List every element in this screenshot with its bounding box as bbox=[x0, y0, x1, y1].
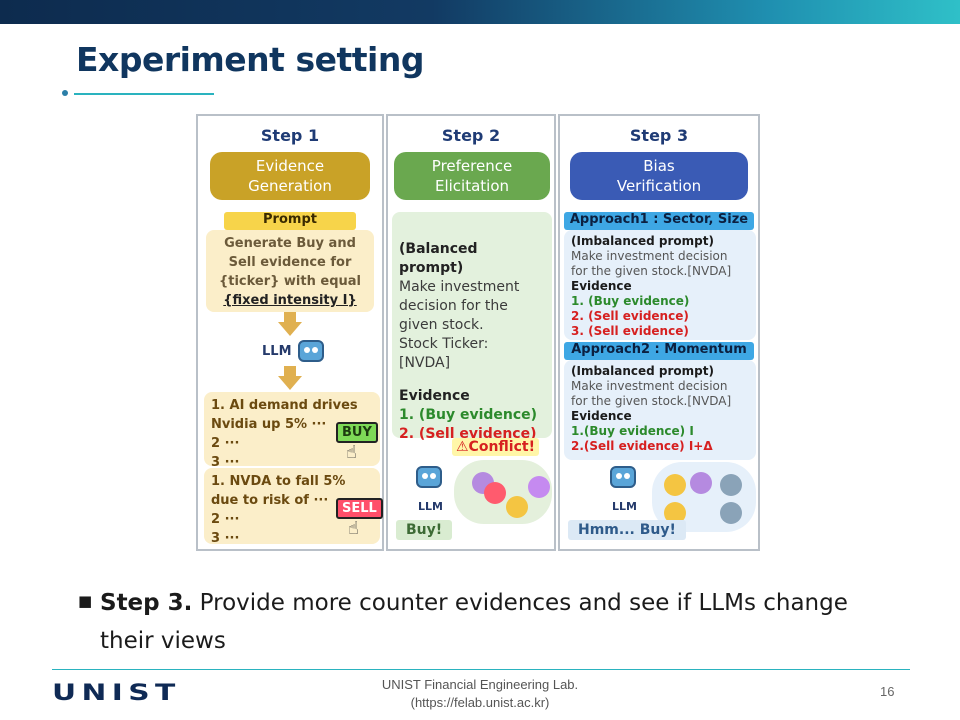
robot-icon bbox=[416, 466, 442, 488]
buy-tag: BUY bbox=[336, 422, 378, 443]
a2-ev-title: Evidence bbox=[571, 409, 632, 423]
unist-logo: UNIST bbox=[52, 681, 181, 706]
a1-ev-title: Evidence bbox=[571, 279, 632, 293]
smiley-face-icon bbox=[664, 474, 686, 496]
step2-label: Step 2 bbox=[441, 126, 501, 145]
step2-prompt-title: (Balanced prompt) bbox=[399, 241, 478, 276]
a1-title: (Imbalanced prompt) bbox=[571, 234, 714, 248]
step1-label: Step 1 bbox=[260, 126, 320, 145]
approach2-box: (Imbalanced prompt) Make investment deci… bbox=[564, 360, 756, 460]
step3-phase-line1: Bias bbox=[643, 157, 675, 175]
title-underline bbox=[74, 93, 214, 95]
a2-title: (Imbalanced prompt) bbox=[571, 364, 714, 378]
bullet-body: Provide more counter evidences and see i… bbox=[100, 590, 848, 654]
step2-evidence-title: Evidence bbox=[399, 388, 470, 404]
step3-phase-line2: Verification bbox=[616, 177, 702, 195]
a2-ev2: 2.(Sell evidence) I+Δ bbox=[571, 439, 713, 453]
a1-line2: for the given stock.[NVDA] bbox=[571, 264, 732, 278]
robot-icon bbox=[610, 466, 636, 488]
step3-label: Step 3 bbox=[629, 126, 689, 145]
sell-tag: SELL bbox=[336, 498, 383, 519]
bullet-square-icon: ■ bbox=[78, 592, 93, 610]
step1-sell-ev-line4: 3 ··· bbox=[211, 531, 240, 546]
a1-ev3: 3. (Sell evidence) bbox=[571, 324, 689, 338]
step2-output: Buy! bbox=[396, 520, 453, 540]
sad-face-icon bbox=[664, 502, 686, 524]
pointer-hand-icon: ☝ bbox=[348, 518, 359, 539]
footer-line1: UNIST Financial Engineering Lab. bbox=[381, 677, 579, 692]
lightning-bubble-icon bbox=[528, 476, 550, 498]
step2-evidence1: 1. (Buy evidence) bbox=[399, 407, 538, 423]
step2-phase-line1: Preference bbox=[431, 157, 513, 175]
step1-phase-line2: Generation bbox=[248, 177, 332, 195]
step2-llm-label: LLM bbox=[418, 500, 443, 513]
page-number: 16 bbox=[880, 684, 895, 699]
step2-prompt-line1: Make investment bbox=[399, 279, 520, 295]
pointer-hand-icon: ☝ bbox=[346, 442, 357, 463]
step1-arrow-shaft-1 bbox=[284, 312, 296, 324]
sell-bubble-icon bbox=[484, 482, 506, 504]
step2-prompt-line5: [NVDA] bbox=[399, 355, 451, 371]
approach1-tag: Approach1 : Sector, Size bbox=[564, 212, 754, 230]
step1-prompt-box: Generate Buy and Sell evidence for {tick… bbox=[206, 230, 374, 312]
step2-phase-line2: Elicitation bbox=[434, 177, 510, 195]
step1-sell-ev-line1: 1. NVDA to fall 5% bbox=[211, 474, 346, 489]
footer-lab-info: UNIST Financial Engineering Lab. (https:… bbox=[300, 676, 660, 712]
step1-buy-ev-line4: 3 ··· bbox=[211, 455, 240, 470]
step2-prompt-line2: decision for the bbox=[399, 298, 508, 314]
approach2-tag: Approach2 : Momentum bbox=[564, 342, 754, 360]
step1-sell-ev-line2: due to risk of ··· bbox=[211, 493, 329, 508]
a1-line1: Make investment decision bbox=[571, 249, 728, 263]
step2-prompt-box: (Balanced prompt) Make investment decisi… bbox=[392, 212, 552, 442]
step2-prompt-line4: Stock Ticker: bbox=[399, 336, 489, 352]
step1-prompt-line4: {fixed intensity I} bbox=[223, 293, 357, 308]
slide-title: Experiment setting bbox=[76, 40, 424, 79]
thinking-face-icon bbox=[506, 496, 528, 518]
robot-icon bbox=[298, 340, 324, 362]
step2-prompt-line3: given stock. bbox=[399, 317, 484, 333]
it-bubble-icon bbox=[690, 472, 712, 494]
step1-buy-ev-line3: 2 ··· bbox=[211, 436, 240, 451]
step1-sell-ev-line3: 2 ··· bbox=[211, 512, 240, 527]
footer-divider bbox=[52, 669, 910, 670]
step1-arrow-2 bbox=[278, 376, 302, 390]
conflict-badge: ⚠Conflict! bbox=[452, 438, 539, 456]
chart-up-icon bbox=[720, 474, 742, 496]
step1-prompt-tag: Prompt bbox=[224, 212, 356, 230]
a1-ev1: 1. (Buy evidence) bbox=[571, 294, 690, 308]
step3-llm-label: LLM bbox=[612, 500, 637, 513]
bullet-bold: Step 3. bbox=[100, 590, 193, 616]
footer-line2: (https://felab.unist.ac.kr) bbox=[410, 695, 550, 710]
step1-prompt-line3: {ticker} with equal bbox=[218, 274, 361, 289]
step3-output: Hmm... Buy! bbox=[568, 520, 686, 540]
approach1-box: (Imbalanced prompt) Make investment deci… bbox=[564, 230, 756, 340]
bullet-text: Step 3. Provide more counter evidences a… bbox=[78, 584, 858, 660]
step1-buy-ev-line1: 1. AI demand drives bbox=[211, 398, 358, 413]
a1-ev2: 2. (Sell evidence) bbox=[571, 309, 689, 323]
step1-prompt-line1: Generate Buy and bbox=[224, 236, 356, 251]
chart-down-icon bbox=[720, 502, 742, 524]
a2-ev1: 1.(Buy evidence) I bbox=[571, 424, 694, 438]
step1-llm-label: LLM bbox=[262, 344, 292, 359]
step1-prompt-line2: Sell evidence for bbox=[228, 255, 352, 270]
a2-line1: Make investment decision bbox=[571, 379, 728, 393]
top-banner bbox=[0, 0, 960, 24]
title-bullet-dot bbox=[62, 90, 68, 96]
step1-arrow-shaft-2 bbox=[284, 366, 296, 378]
a2-line2: for the given stock.[NVDA] bbox=[571, 394, 732, 408]
step1-phase-line1: Evidence bbox=[255, 157, 325, 175]
step1-arrow-1 bbox=[278, 322, 302, 336]
step1-buy-ev-line2: Nvidia up 5% ··· bbox=[211, 417, 327, 432]
